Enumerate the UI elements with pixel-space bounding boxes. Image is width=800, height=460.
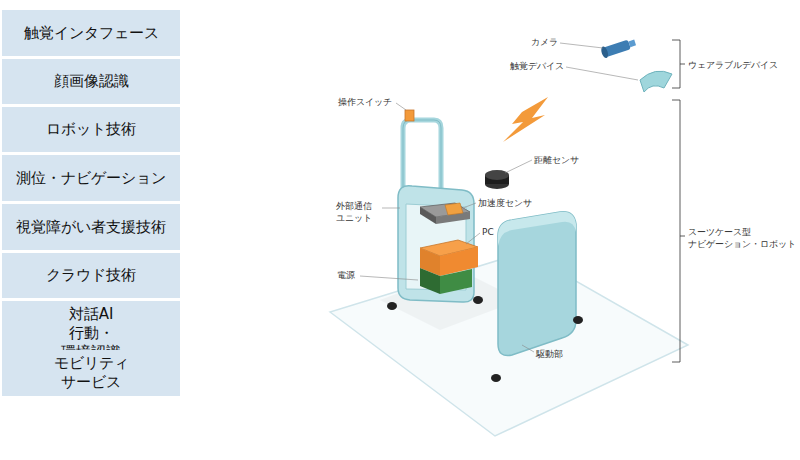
part-label: 電源 [337,269,355,281]
part-label: 操作スイッチ [338,96,392,108]
topic-box: モビリティ サービス [2,350,180,396]
topic-box: 顔画像認識 [2,59,180,104]
part-label: 加速度センサ [478,197,532,209]
topic-box: 視覚障がい者支援技術 [2,204,180,250]
topic-label: 視覚障がい者支援技術 [16,218,166,237]
topic-label: ロボット技術 [46,120,136,139]
topic-box: 測位・ナビゲーション [2,155,180,201]
topic-label: クラウド技術 [46,266,136,285]
part-label: カメラ [531,36,558,48]
part-label: スーツケース型 ナビゲーション・ロボット [688,226,796,250]
part-label: 駆動部 [536,348,563,360]
topic-box: クラウド技術 [2,253,180,298]
topic-label: 顔画像認識 [54,72,129,91]
topic-label: モビリティ サービス [46,354,136,392]
part-label: 外部通信 ユニット [336,200,382,224]
topic-box: 触覚インタフェース [2,10,180,56]
topic-label: 測位・ナビゲーション [16,169,166,188]
topic-label: 触覚インタフェース [24,24,159,43]
part-label: 触覚デバイス [510,60,564,72]
part-label: ウェアラブルデバイス [688,59,778,71]
part-label: 距離センサ [534,154,579,166]
topic-box: ロボット技術 [2,107,180,152]
part-label: PC [482,226,494,238]
